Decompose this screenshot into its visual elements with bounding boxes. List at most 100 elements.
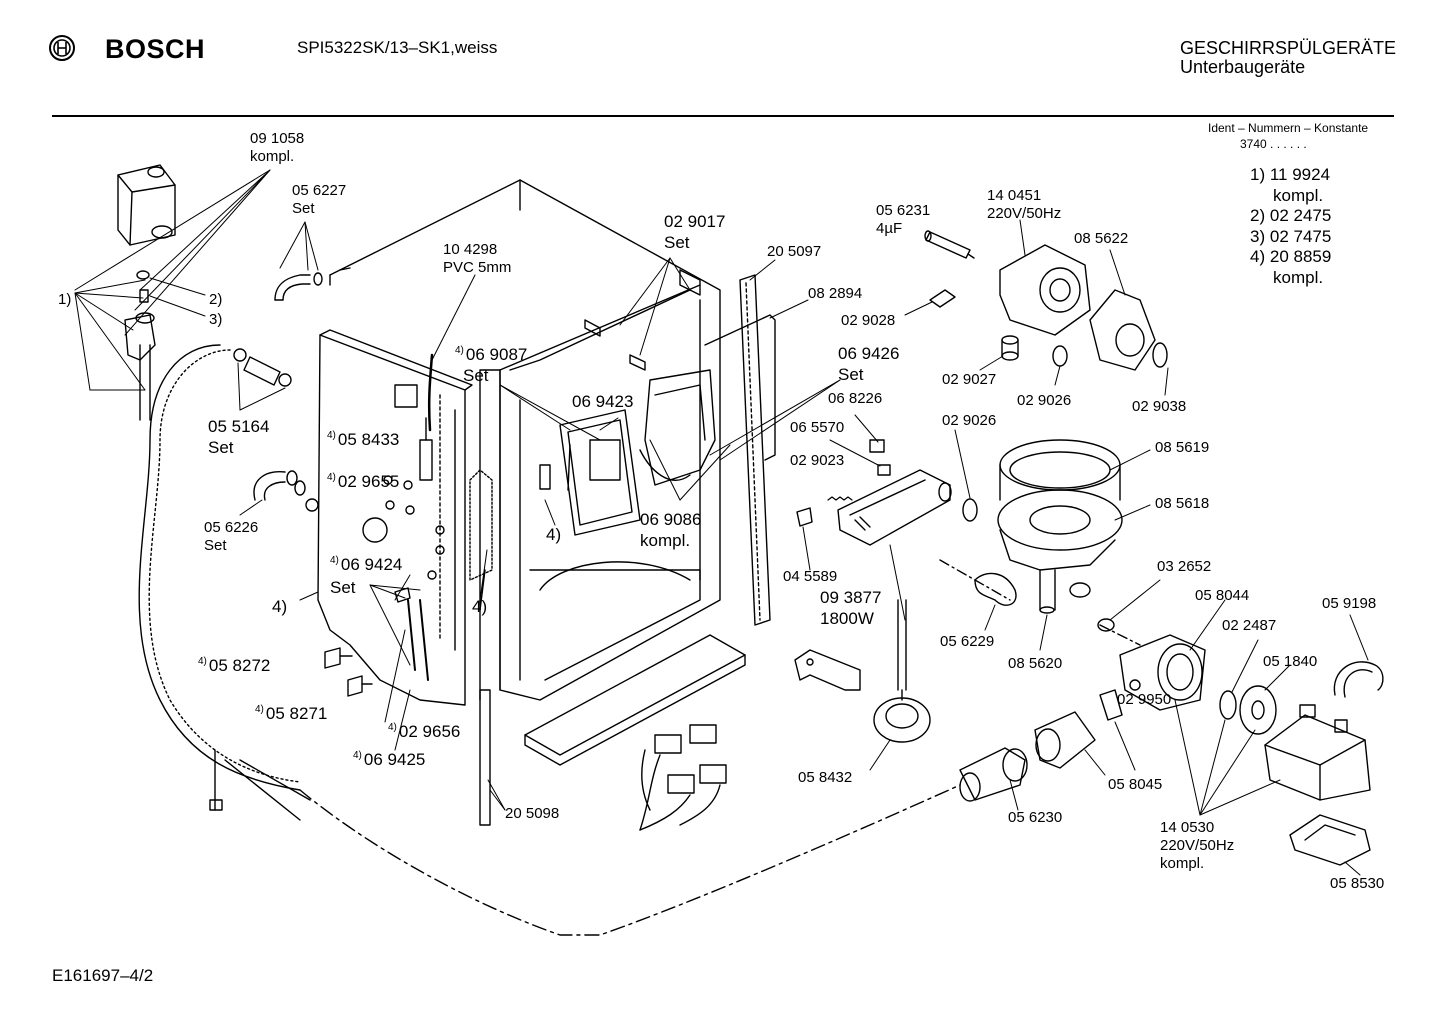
small-cylinder-icon bbox=[979, 335, 1019, 371]
part-label: 02 9028 bbox=[841, 312, 896, 329]
part-label: kompl. bbox=[1160, 855, 1205, 872]
part-label: 05 8045 bbox=[1108, 776, 1163, 793]
rinse-aid-unit-icon bbox=[639, 369, 716, 486]
part-label: Set bbox=[204, 537, 227, 554]
o-ring-icon bbox=[1052, 345, 1068, 367]
marker-label: 4) bbox=[472, 597, 488, 616]
note-1-extra: kompl. bbox=[1273, 186, 1324, 205]
part-label: 02 9026 bbox=[942, 412, 997, 429]
part-label: 05 5164 bbox=[208, 417, 270, 436]
pump-cover-icon bbox=[1089, 249, 1169, 396]
hose-piece-icon bbox=[233, 348, 292, 387]
heater-rod bbox=[897, 599, 907, 691]
part-label: 14 0530 bbox=[1160, 819, 1215, 836]
detergent-dispenser-icon bbox=[559, 409, 641, 536]
part-label: 05 6231 bbox=[876, 202, 931, 219]
clip-icon bbox=[929, 289, 956, 308]
motor-housing-icon bbox=[999, 219, 1091, 336]
heater-assembly-icon bbox=[837, 439, 952, 546]
hose-cables bbox=[214, 749, 311, 821]
part-label: 02 9038 bbox=[1132, 398, 1187, 415]
part-label: Set bbox=[292, 200, 315, 217]
inlet-valve-icon bbox=[117, 164, 176, 246]
dashed-hose-outline bbox=[299, 784, 961, 936]
part-label: 4µF bbox=[876, 220, 903, 237]
frame-piece bbox=[704, 314, 776, 461]
part-label: 4)05 8271 bbox=[255, 704, 328, 723]
pipe-socket-icon bbox=[1034, 711, 1096, 769]
elbow-hose-icon bbox=[974, 572, 1017, 606]
seal-strip-right bbox=[739, 274, 771, 626]
capacitor-icon bbox=[924, 230, 975, 259]
switch-icon bbox=[796, 507, 813, 527]
drawing-id: E161697–4/2 bbox=[52, 966, 154, 985]
ident-label: Ident – Nummern – Konstante bbox=[1208, 121, 1369, 135]
part-label: PVC 5mm bbox=[443, 259, 512, 276]
part-label: 02 9017 bbox=[664, 212, 726, 231]
marker-label: 4) bbox=[546, 525, 562, 544]
part-label: 4)05 8272 bbox=[198, 656, 271, 675]
part-label: 08 5618 bbox=[1155, 495, 1210, 512]
part-label: 08 2894 bbox=[808, 285, 863, 302]
part-label: 20 5097 bbox=[767, 243, 822, 260]
pump-motor-icon bbox=[1264, 704, 1371, 801]
marker-label: 1) bbox=[58, 291, 72, 308]
part-label: 06 8226 bbox=[828, 390, 883, 407]
part-label: 4)05 8433 bbox=[327, 430, 400, 449]
marker-label: 4) bbox=[272, 597, 288, 616]
part-label: 4)06 9425 bbox=[353, 750, 426, 769]
part-label: 4)06 9424 bbox=[330, 555, 403, 574]
motor-cover-icon bbox=[1289, 814, 1371, 866]
part-label: 1800W bbox=[820, 609, 874, 628]
part-label: Set bbox=[330, 578, 356, 597]
part-label: 05 9198 bbox=[1322, 595, 1377, 612]
part-label: 09 1058 bbox=[250, 130, 305, 147]
part-label: 02 9950 bbox=[1117, 691, 1172, 708]
part-label: Set bbox=[208, 438, 234, 457]
part-label: 04 5589 bbox=[783, 568, 838, 585]
part-label: 05 8530 bbox=[1330, 875, 1385, 892]
coupling-icon bbox=[959, 747, 1028, 802]
brand-name: BOSCH bbox=[105, 34, 206, 64]
part-label: 05 6229 bbox=[940, 633, 995, 650]
dashed-line-3 bbox=[1099, 624, 1141, 646]
part-label: 05 1840 bbox=[1263, 653, 1318, 670]
sensor-part-2-icon bbox=[347, 675, 373, 697]
part-label: 220V/50Hz bbox=[1160, 837, 1235, 854]
part-label: 05 8044 bbox=[1195, 587, 1250, 604]
marker-label: 2) bbox=[209, 291, 223, 308]
pressure-switch-icon bbox=[873, 689, 931, 743]
category-title: GESCHIRRSPÜLGERÄTE bbox=[1180, 38, 1397, 58]
note-1: 1) 11 9924 bbox=[1250, 165, 1331, 184]
note-2: 2) 02 2475 bbox=[1250, 206, 1332, 225]
category-subtitle: Unterbaugeräte bbox=[1180, 57, 1306, 77]
part-label: Set bbox=[664, 233, 690, 252]
part-label: 05 8432 bbox=[798, 769, 853, 786]
base-plate bbox=[524, 634, 746, 756]
part-label: 4)06 9087 bbox=[455, 345, 528, 364]
bent-hose-icon bbox=[274, 272, 323, 301]
marker-label: 3) bbox=[209, 311, 223, 328]
part-label: 06 9086 bbox=[640, 510, 702, 529]
part-label: 10 4298 bbox=[443, 241, 498, 258]
part-label: 02 9027 bbox=[942, 371, 997, 388]
part-label: 06 5570 bbox=[790, 419, 845, 436]
part-label: 05 6227 bbox=[292, 182, 347, 199]
bottom-strip bbox=[479, 689, 491, 826]
pump-housing-icon bbox=[1119, 634, 1206, 711]
part-label: 03 2652 bbox=[1157, 558, 1212, 575]
valve-leader-lines bbox=[74, 169, 271, 391]
seal-ring-icon bbox=[1219, 690, 1237, 720]
part-label: 06 9423 bbox=[572, 392, 634, 411]
ring-clip-icon bbox=[1333, 661, 1384, 696]
gasket-strip bbox=[469, 469, 493, 581]
part-label: 02 9026 bbox=[1017, 392, 1072, 409]
bracket-icon bbox=[794, 649, 861, 691]
part-label: 09 3877 bbox=[820, 588, 882, 607]
header-divider bbox=[52, 115, 1394, 117]
bosch-logo-icon bbox=[48, 34, 76, 67]
part-label: kompl. bbox=[640, 531, 691, 550]
harness-connectors-icon bbox=[639, 724, 727, 831]
part-label: 02 2487 bbox=[1222, 617, 1277, 634]
